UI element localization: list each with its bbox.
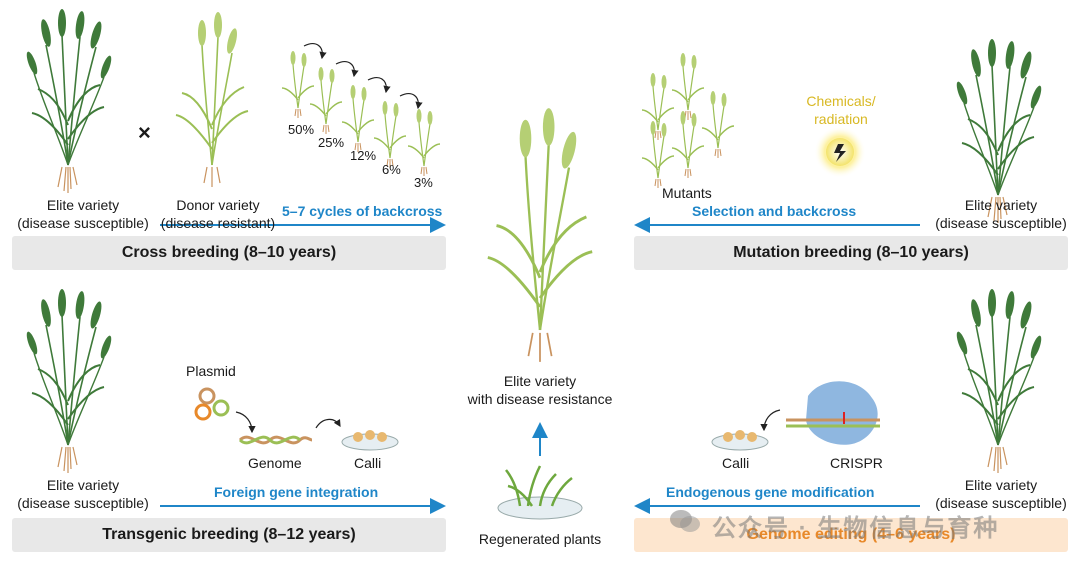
transgenic-calli-label: Calli — [354, 455, 382, 471]
backcross-pct-1: 50% — [288, 122, 315, 137]
wechat-icon — [670, 510, 700, 532]
mutation-elite-label-line2: (disease susceptible) — [935, 215, 1067, 231]
genome-arrow — [315, 418, 341, 429]
chemicals-label-line1: Chemicals/ — [806, 93, 876, 109]
backcross-pct-4: 6% — [382, 162, 401, 177]
editing-elite-label-line1: Elite variety — [964, 477, 1038, 493]
elite-plant-transgenic — [23, 288, 115, 474]
editing-arrow-label: Endogenous gene modification — [666, 484, 875, 500]
transgenic-elite-label: Elite variety (disease susceptible) — [8, 476, 158, 512]
crispr-icon — [786, 381, 880, 445]
regenerated-plants-icon — [497, 465, 583, 520]
cross-breeding-title: Cross breeding (8–10 years) — [12, 236, 446, 270]
transgenic-arrow-label: Foreign gene integration — [214, 484, 379, 500]
donor-label-line1: Donor variety — [176, 197, 260, 213]
backcross-pct-5: 3% — [414, 175, 433, 190]
backcross-pct-3: 12% — [350, 148, 377, 163]
elite-plant-cross — [23, 8, 115, 194]
center-elite-plant — [486, 106, 594, 364]
calli-dish-icon-editing — [711, 430, 769, 451]
crispr-label: CRISPR — [830, 455, 883, 471]
watermark-text: 公众号 · 生物信息与育种 — [712, 515, 1000, 542]
mutation-arrow-label: Selection and backcross — [692, 203, 857, 219]
crispr-arrow — [760, 409, 781, 432]
donor-label: Donor variety (disease resistant) — [156, 196, 280, 232]
editing-calli-label: Calli — [722, 455, 750, 471]
editing-elite-label: Elite variety (disease susceptible) — [926, 476, 1076, 512]
plasmid-arrow — [235, 411, 256, 434]
mutant-plants — [641, 52, 735, 189]
cross-elite-label-line1: Elite variety — [46, 197, 120, 213]
donor-plant — [175, 11, 249, 188]
backcross-pct-2: 25% — [318, 135, 345, 150]
calli-dish-icon — [341, 430, 399, 451]
transgenic-breeding-title: Transgenic breeding (8–12 years) — [12, 518, 446, 552]
cross-arrow-label: 5–7 cycles of backcross — [282, 203, 443, 219]
genome-label: Genome — [248, 455, 302, 471]
backcross-arrows — [303, 43, 423, 110]
genome-editing-title: Genome editing (4–6 years) — [634, 518, 1068, 552]
donor-label-line2: (disease resistant) — [160, 215, 276, 231]
transgenic-elite-label-line1: Elite variety — [46, 477, 120, 493]
center-result-line2: with disease resistance — [467, 391, 613, 407]
mutation-elite-label: Elite variety (disease susceptible) — [926, 196, 1076, 232]
cross-elite-label-line2: (disease susceptible) — [17, 215, 149, 231]
plasmid-label: Plasmid — [186, 363, 236, 379]
editing-elite-label-line2: (disease susceptible) — [935, 495, 1067, 511]
genome-dna-icon — [238, 435, 313, 445]
chemicals-label-line2: radiation — [814, 111, 868, 127]
mutants-label: Mutants — [662, 185, 712, 201]
radiation-icon — [814, 126, 866, 178]
cross-times-symbol: × — [138, 120, 151, 145]
chemicals-label: Chemicals/ radiation — [798, 92, 884, 128]
mutation-breeding-title: Mutation breeding (8–10 years) — [634, 236, 1068, 270]
cross-elite-label: Elite variety (disease susceptible) — [8, 196, 158, 232]
regenerated-plants-label: Regenerated plants — [478, 531, 602, 547]
elite-plant-editing — [953, 288, 1045, 474]
mutation-elite-label-line1: Elite variety — [964, 197, 1038, 213]
plasmid-icon — [194, 387, 230, 421]
transgenic-elite-label-line2: (disease susceptible) — [17, 495, 149, 511]
center-result-label: Elite variety with disease resistance — [450, 372, 630, 408]
center-result-line1: Elite variety — [503, 373, 577, 389]
